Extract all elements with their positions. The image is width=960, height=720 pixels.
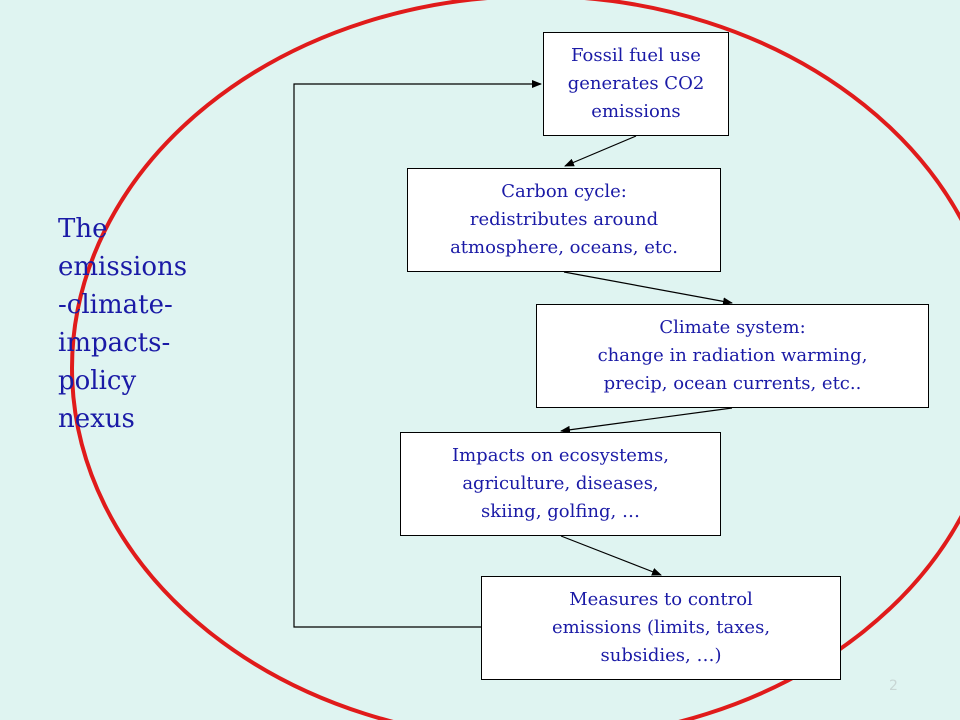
box-control-measures: Measures to control emissions (limits, t…: [481, 576, 841, 680]
box-text-line: subsidies, …): [600, 645, 722, 666]
box-text-line: redistributes around: [469, 209, 659, 230]
box-text-line: atmosphere, oceans, etc.: [450, 237, 678, 258]
side-title-line: policy: [58, 366, 137, 396]
page-number: 2: [889, 678, 898, 694]
arrow-2-to-3: [563, 271, 733, 306]
box-text-line: Climate system:: [659, 317, 806, 338]
box-impacts: Impacts on ecosystems, agriculture, dise…: [400, 432, 721, 536]
box-climate-system: Climate system: change in radiation warm…: [536, 304, 929, 408]
feedback-loop-arrow: [293, 80, 542, 628]
box-text-line: Fossil fuel use: [571, 45, 701, 66]
box-text-line: agriculture, diseases,: [462, 473, 659, 494]
box-text-line: generates CO2: [567, 73, 705, 94]
box-text-line: precip, ocean currents, etc..: [603, 373, 862, 394]
box-text-line: emissions: [591, 101, 681, 122]
side-title-line: The: [58, 214, 108, 244]
arrow-4-to-5: [560, 535, 662, 576]
box-text-line: Impacts on ecosystems,: [452, 445, 669, 466]
arrow-1-to-2: [564, 135, 637, 167]
box-text-line: emissions (limits, taxes,: [551, 617, 771, 638]
box-text-line: Measures to control: [569, 589, 753, 610]
side-title: The emissions -climate- impacts- policy …: [58, 210, 218, 438]
box-text-line: change in radiation warming,: [597, 345, 868, 366]
box-carbon-cycle: Carbon cycle: redistributes around atmos…: [407, 168, 721, 272]
side-title-line: -climate-: [58, 290, 173, 320]
side-title-line: impacts-: [58, 328, 171, 358]
box-text-line: Carbon cycle:: [501, 181, 627, 202]
side-title-line: nexus: [58, 404, 135, 434]
arrow-3-to-4: [560, 407, 733, 434]
box-fossil-fuel-use: Fossil fuel use generates CO2 emissions: [543, 32, 729, 136]
side-title-line: emissions: [58, 252, 188, 282]
box-text-line: skiing, golfing, …: [481, 501, 640, 522]
nexus-ellipse: [70, 0, 960, 720]
